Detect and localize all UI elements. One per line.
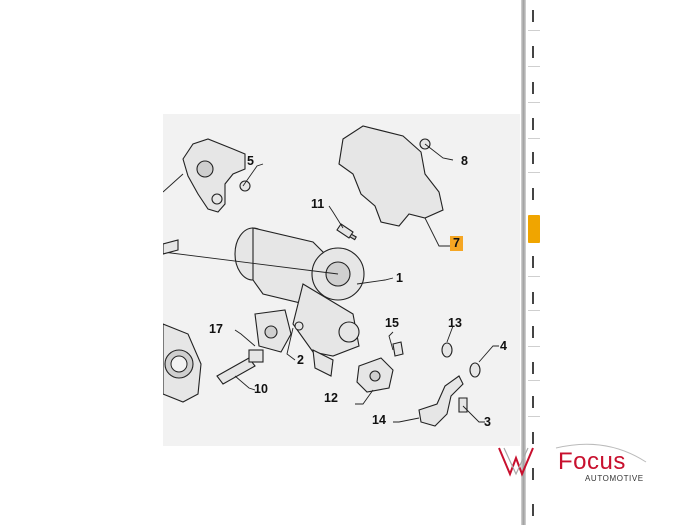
heat-shield (338, 125, 444, 227)
callout-1: 1 (396, 271, 403, 285)
callout-17: 17 (209, 322, 223, 336)
bolt-part-11 (336, 223, 354, 239)
nut-part-2 (294, 321, 304, 331)
callout-12: 12 (324, 391, 338, 405)
scroll-thumb[interactable] (528, 215, 540, 243)
manifold-flange (162, 138, 246, 213)
turbocharger-exploded-view (162, 125, 499, 427)
bolt-part-15 (392, 341, 404, 357)
callout-2: 2 (297, 353, 304, 367)
bracket-part-14 (418, 375, 464, 427)
logo-subtitle-text: AUTOMOTIVE (585, 474, 644, 483)
callout-10: 10 (254, 382, 268, 396)
turbocharger (162, 227, 365, 377)
callout-14: 14 (372, 413, 386, 427)
callout-11: 11 (311, 197, 325, 211)
scroll-tick-marks (532, 0, 536, 525)
callout-5: 5 (247, 154, 254, 168)
callout-7: 7 (450, 236, 463, 251)
callout-8: 8 (461, 154, 468, 168)
stud-part-10 (216, 357, 256, 385)
callout-3: 3 (484, 415, 491, 429)
parts-diagram: 1 2 3 4 5 7 8 10 11 12 13 14 15 17 (162, 114, 520, 446)
logo-brand-text: Focus (558, 448, 626, 475)
panel-divider[interactable] (521, 0, 526, 525)
gasket (162, 323, 202, 403)
nut-part-4 (469, 362, 481, 378)
nut-part-5 (239, 180, 251, 192)
logo-emblem (498, 443, 647, 477)
right-panel (526, 0, 700, 525)
callout-15: 15 (385, 316, 399, 330)
bolt-part-3 (458, 397, 468, 413)
washer-part-13 (441, 342, 453, 358)
focus-automotive-logo: Focus AUTOMOTIVE (496, 440, 656, 490)
callout-4: 4 (500, 339, 507, 353)
callout-13: 13 (448, 316, 462, 330)
